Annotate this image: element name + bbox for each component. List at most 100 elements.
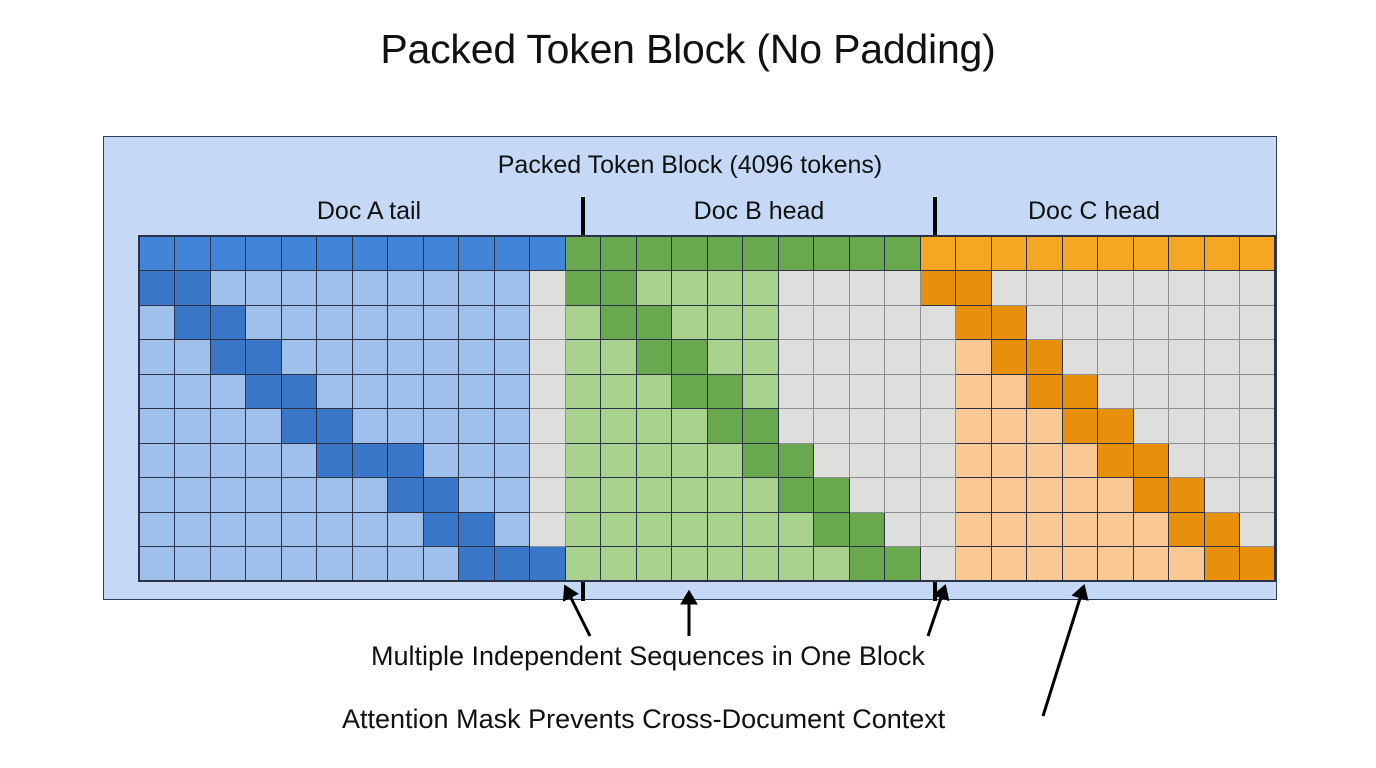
grid-cell [245,408,282,444]
grid-cell [813,546,850,582]
grid-cell [1239,546,1276,582]
grid-cell [422,477,459,513]
block-caption: Packed Token Block (4096 tokens) [497,151,883,179]
grid-cell [600,270,637,306]
grid-cell [245,270,282,306]
grid-cell [316,339,353,375]
grid-cell [280,339,317,375]
grid-cell [422,339,459,375]
grid-cell [351,304,388,340]
grid-cell [1061,373,1098,409]
grid-cell [493,477,530,513]
grid-cell [529,339,566,375]
grid-cell [919,442,956,478]
grid-cell [919,408,956,444]
grid-cell [458,235,495,271]
grid-cell [1097,477,1134,513]
grid-cell [884,546,921,582]
grid-row [138,408,1276,444]
grid-cell [635,511,672,547]
grid-cell [1026,442,1063,478]
grid-cell [458,546,495,582]
grid-cell [1168,408,1205,444]
grid-cell [387,442,424,478]
grid-row [138,339,1276,375]
grid-cell [635,304,672,340]
grid-cell [351,546,388,582]
grid-cell [1132,339,1169,375]
grid-cell [848,373,885,409]
grid-cell [955,304,992,340]
grid-cell [138,235,175,271]
grid-cell [458,511,495,547]
grid-cell [955,442,992,478]
grid-cell [848,408,885,444]
grid-cell [742,304,779,340]
grid-cell [1168,339,1205,375]
grid-cell [422,373,459,409]
grid-cell [1203,546,1240,582]
grid-cell [742,270,779,306]
grid-cell [174,442,211,478]
grid-cell [848,442,885,478]
grid-cell [209,373,246,409]
packed-token-block-panel: Packed Token Block (4096 tokens) Doc A t… [103,136,1277,601]
grid-cell [955,235,992,271]
grid-cell [493,442,530,478]
grid-row [138,270,1276,306]
grid-cell [777,235,814,271]
grid-cell [706,546,743,582]
grid-cell [813,270,850,306]
grid-cell [493,304,530,340]
grid-cell [848,270,885,306]
grid-cell [1061,477,1098,513]
grid-cell [316,546,353,582]
grid-cell [706,270,743,306]
grid-cell [280,511,317,547]
grid-cell [1168,373,1205,409]
grid-cell [564,270,601,306]
grid-cell [209,270,246,306]
grid-cell [1026,235,1063,271]
grid-cell [458,270,495,306]
grid-cell [1168,546,1205,582]
grid-cell [742,235,779,271]
grid-cell [174,270,211,306]
grid-cell [990,408,1027,444]
grid-cell [316,270,353,306]
grid-cell [529,373,566,409]
grid-cell [813,477,850,513]
grid-cell [706,373,743,409]
grid-cell [1239,442,1276,478]
grid-cell [564,511,601,547]
grid-cell [138,373,175,409]
grid-cell [529,408,566,444]
grid-cell [742,477,779,513]
grid-cell [316,511,353,547]
grid-cell [848,546,885,582]
grid-cell [458,339,495,375]
grid-cell [777,546,814,582]
grid-cell [848,339,885,375]
grid-cell [777,304,814,340]
grid-cell [422,408,459,444]
grid-cell [1239,408,1276,444]
grid-cell [813,339,850,375]
grid-cell [138,339,175,375]
grid-cell [955,373,992,409]
grid-cell [351,511,388,547]
grid-cell [1097,511,1134,547]
grid-cell [174,235,211,271]
grid-cell [458,373,495,409]
grid-cell [1239,270,1276,306]
grid-cell [1026,339,1063,375]
grid-cell [990,477,1027,513]
grid-cell [742,546,779,582]
grid-cell [1026,477,1063,513]
grid-cell [1097,408,1134,444]
grid-cell [245,511,282,547]
grid-cell [1026,270,1063,306]
grid-cell [777,339,814,375]
attention-mask-grid [138,235,1276,582]
grid-row [138,304,1276,340]
